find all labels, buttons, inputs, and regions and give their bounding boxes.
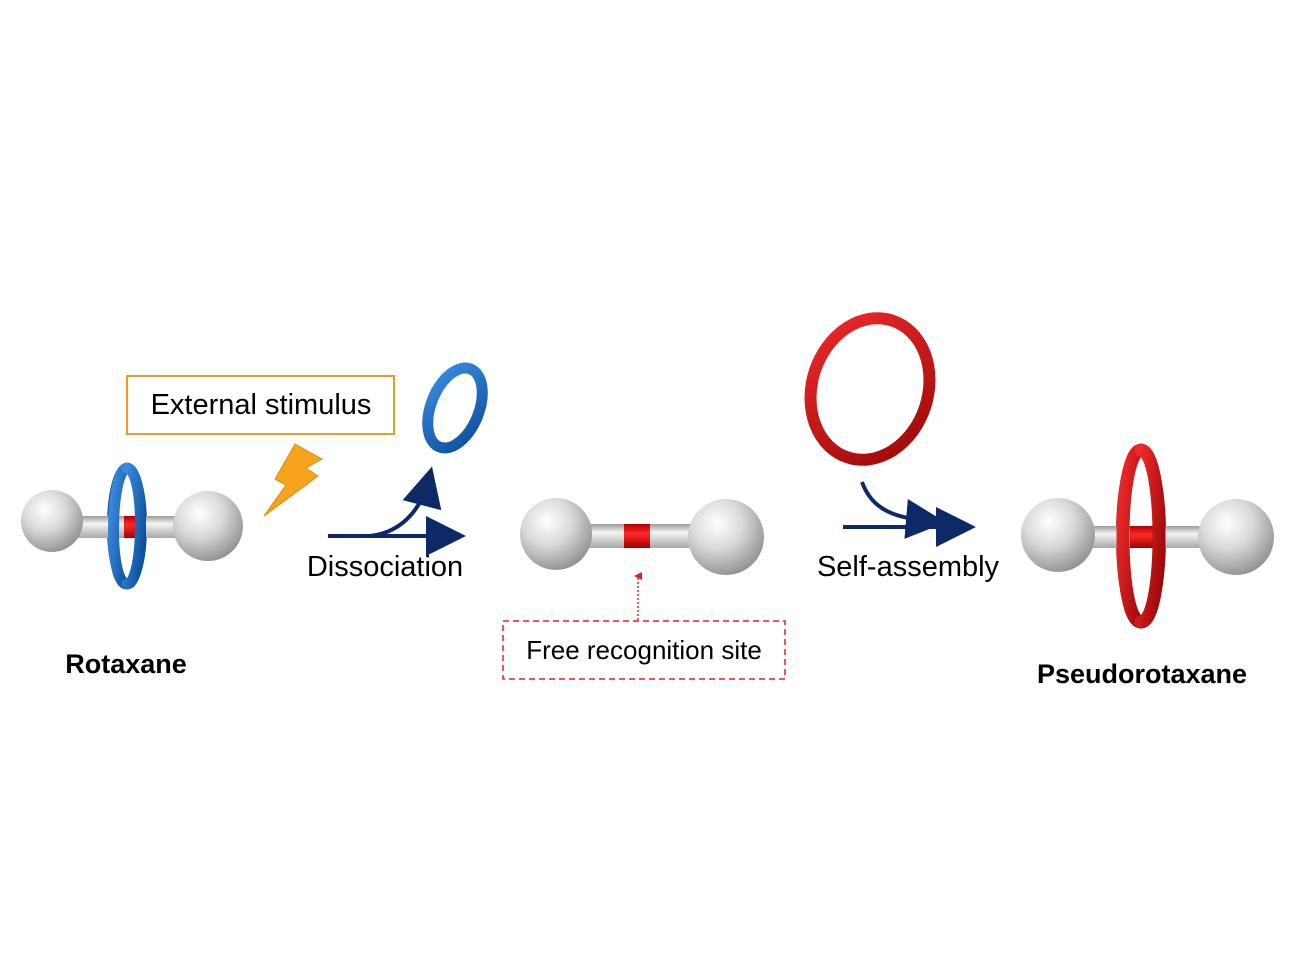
rotaxane-stopper-right: [173, 491, 243, 561]
free-recognition-site-label: Free recognition site: [526, 635, 762, 665]
red-ring-front: [1116, 443, 1148, 629]
free-red-ring: [804, 312, 936, 466]
free-axle-stopper-left: [520, 498, 592, 570]
self-assembly-arrow: [843, 481, 976, 547]
rotaxane-molecule: [21, 462, 243, 590]
released-blue-ring: [422, 362, 488, 454]
pseudorotaxane-recognition-site: [1130, 526, 1154, 548]
lightning-bolt-icon: [263, 443, 324, 517]
free-recognition-site-box: Free recognition site: [502, 620, 786, 680]
dissociation-label: Dissociation: [307, 551, 463, 583]
free-axle-molecule: [520, 498, 764, 575]
blue-ring-front: [108, 462, 133, 590]
free-axle-stopper-right: [688, 499, 764, 575]
rotaxane-stopper-left: [21, 490, 83, 552]
free-recognition-site-segment: [624, 524, 650, 548]
pseudorotaxane-label: Pseudorotaxane: [1037, 659, 1247, 689]
pseudorotaxane-stopper-right: [1198, 499, 1274, 575]
pseudorotaxane-molecule: [1021, 443, 1274, 629]
external-stimulus-label: External stimulus: [151, 389, 372, 421]
external-stimulus-box: External stimulus: [126, 375, 395, 435]
blue-ring-front-right: [121, 462, 146, 590]
pseudorotaxane-stopper-left: [1021, 498, 1095, 572]
self-assembly-label: Self-assembly: [817, 551, 1000, 583]
red-ring-front-right: [1134, 443, 1166, 629]
dissociation-arrow: [328, 466, 466, 556]
rotaxane-label: Rotaxane: [65, 649, 187, 679]
